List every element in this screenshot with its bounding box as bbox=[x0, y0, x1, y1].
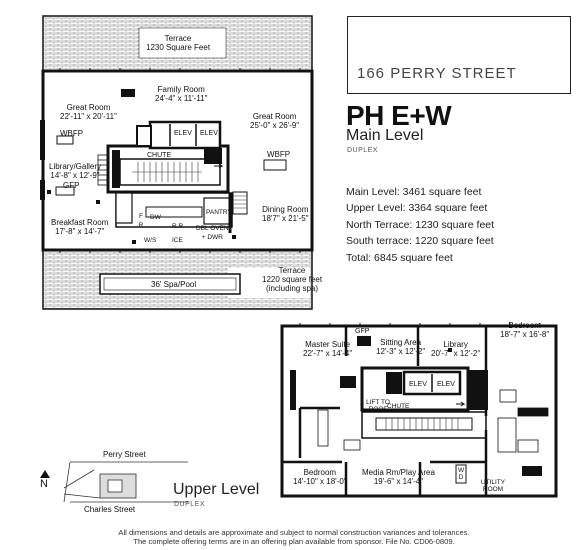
stat-line: Main Level: 3461 square feet bbox=[346, 186, 482, 198]
stat-line: South terrace: 1220 square feet bbox=[346, 235, 494, 248]
spa-pool bbox=[99, 273, 241, 295]
area-summary: Main Level: 3461 square feet Upper Level… bbox=[346, 184, 494, 266]
unit-level: Main Level bbox=[346, 127, 424, 144]
north-label: N bbox=[40, 478, 48, 490]
upper-level-type: DUPLEX bbox=[174, 501, 206, 508]
elevator-label: ELEV bbox=[174, 130, 192, 137]
lift-to-roof-label: LIFT TO ROOF bbox=[366, 399, 390, 413]
fridge-label: F R bbox=[138, 213, 144, 229]
unit-type: DUPLEX bbox=[347, 147, 379, 154]
building-logo: 166 PERRY STREET bbox=[357, 65, 517, 82]
dishwasher-label: DW bbox=[150, 214, 161, 221]
upper-gfp-label: GFP bbox=[355, 328, 370, 335]
upper-elevator-label: ELEV bbox=[409, 381, 427, 388]
pantry-label: PANTRY bbox=[206, 209, 232, 216]
disclaimer-line: All dimensions and details are approxima… bbox=[118, 528, 470, 537]
stat-line: Upper Level: 3364 square feet bbox=[346, 202, 488, 215]
upper-level-title: Upper Level bbox=[173, 481, 260, 498]
unit-name: PH E+W bbox=[346, 100, 452, 131]
washer-dryer-label: W D bbox=[458, 467, 465, 481]
utility-room-label: UTILITY ROOM bbox=[480, 479, 506, 493]
upper-chute-label: CHUTE bbox=[387, 403, 410, 410]
disclaimer-line: The complete offering terms are in an of… bbox=[133, 537, 455, 546]
street-top-label: Perry Street bbox=[103, 450, 146, 459]
ice-maker-label: ICE bbox=[172, 237, 183, 244]
elevator-label: ELEV bbox=[200, 130, 218, 137]
stat-line: North Terrace: 1230 square feet bbox=[346, 218, 495, 231]
wine-storage-label: W/S bbox=[144, 237, 157, 244]
wbfp-east-label: WBFP bbox=[267, 150, 291, 159]
gfp-label: GFP bbox=[63, 181, 80, 190]
stat-line: Total: 6845 square feet bbox=[346, 251, 453, 264]
double-oven-label: DBL OVEN+ DWR bbox=[196, 225, 229, 241]
chute-label: CHUTE bbox=[147, 152, 172, 159]
wbfp-west-label: WBFP bbox=[60, 129, 84, 138]
keyplan bbox=[63, 461, 188, 503]
north-arrow bbox=[40, 470, 50, 478]
street-bottom-label: Charles Street bbox=[84, 505, 136, 514]
upper-elevator-label: ELEV bbox=[437, 381, 455, 388]
spa-pool-label: 36' Spa/Pool bbox=[151, 280, 197, 289]
refrigerator-label: R R bbox=[172, 223, 184, 230]
logo-box: 166 PERRY STREET bbox=[347, 16, 571, 94]
